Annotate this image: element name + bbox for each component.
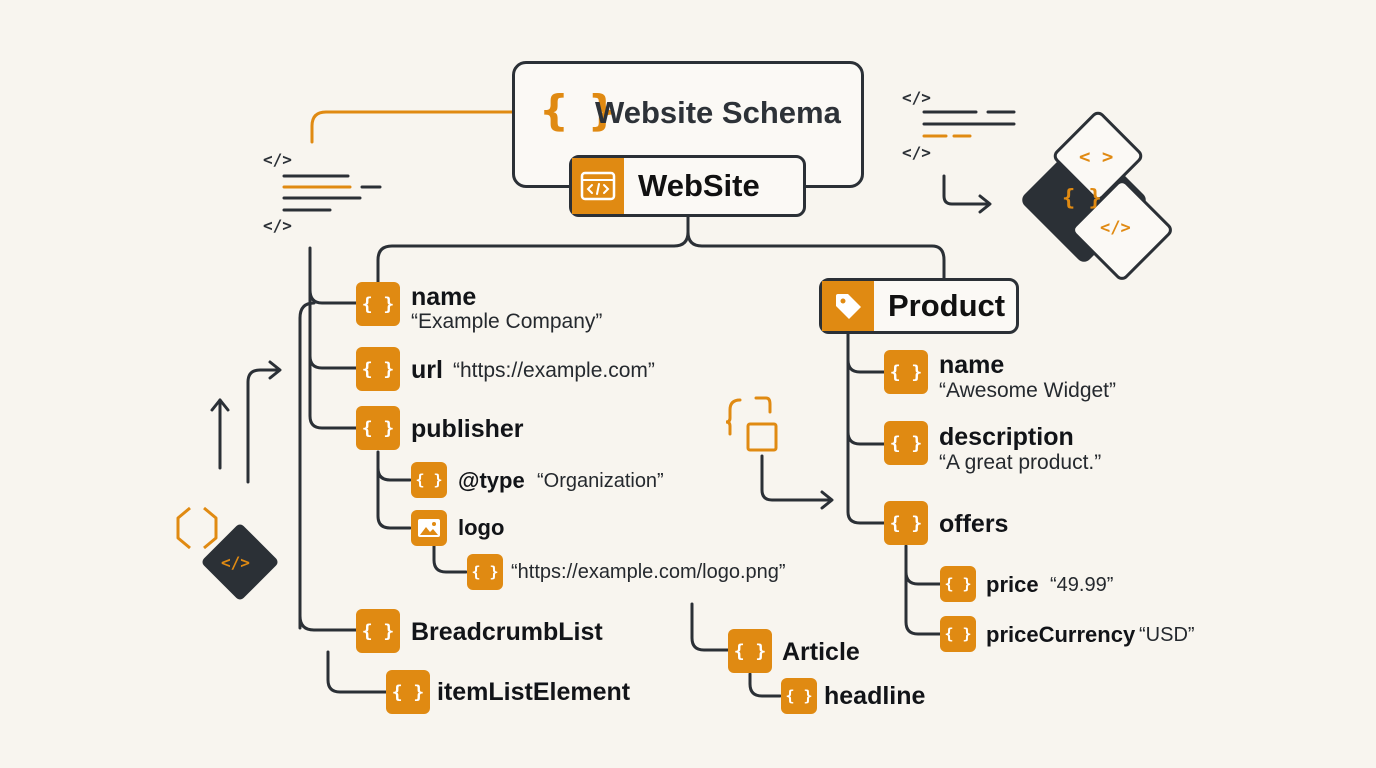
product-description-value: “A great product.” (939, 451, 1102, 474)
offer-price-key: price (986, 572, 1039, 597)
page-title: Website Schema (595, 95, 841, 130)
prop-name-key: name (411, 283, 477, 311)
prop-publisher-key: publisher (411, 415, 524, 443)
brace-icon: { } (356, 282, 400, 326)
offer-currency-key: priceCurrency (986, 622, 1136, 647)
brace-icon: { } (884, 421, 928, 465)
product-name-key: name (939, 351, 1005, 379)
brace-icon: { } (467, 554, 503, 590)
product-node-label: Product (888, 288, 1006, 323)
brace-icon: { } (1062, 186, 1102, 211)
prop-itemlist-key: itemListElement (437, 678, 631, 706)
website-node-label: WebSite (638, 168, 760, 203)
brace-icon: { } (781, 678, 817, 714)
prop-breadcrumb-key: BreadcrumbList (411, 618, 603, 646)
brace-icon: { } (884, 350, 928, 394)
brace-icon: { } (728, 629, 772, 673)
website-node[interactable]: WebSite (569, 155, 806, 217)
product-offers-key: offers (939, 510, 1009, 538)
prop-url-key: url (411, 356, 443, 384)
brace-icon: { } (356, 347, 400, 391)
product-name-value: “Awesome Widget” (939, 379, 1117, 402)
brace-icon: { } (386, 670, 430, 714)
product-node[interactable]: Product (819, 278, 1019, 334)
brace-icon: { } (940, 566, 976, 602)
prop-name-value: “Example Company” (411, 310, 603, 333)
code-window-icon (572, 158, 624, 214)
prop-url-value: “https://example.com” (453, 359, 655, 382)
code-tag-icon: </> (1100, 218, 1131, 238)
offer-currency-value: “USD” (1139, 624, 1195, 646)
tag-icon (822, 281, 874, 331)
product-description-key: description (939, 423, 1074, 451)
prop-article-key: Article (782, 638, 860, 666)
prop-logo-key: logo (458, 515, 505, 540)
prop-headline-key: headline (824, 682, 926, 710)
brace-icon: { } (411, 462, 447, 498)
image-icon (411, 510, 447, 546)
brace-icon: { } (884, 501, 928, 545)
brace-icon: { } (940, 616, 976, 652)
brace-icon: { } (356, 609, 400, 653)
prop-type-value: “Organization” (537, 470, 664, 492)
prop-type-key: @type (458, 468, 525, 493)
code-tag-icon: </> (263, 150, 292, 169)
angle-bracket-icon: < > (1079, 146, 1114, 168)
code-tag-icon: </> (221, 553, 250, 572)
brace-icon: { } (539, 86, 620, 135)
offer-price-value: “49.99” (1050, 574, 1114, 596)
code-tag-icon: </> (902, 88, 931, 107)
code-tag-icon: </> (902, 143, 931, 162)
brace-icon: { } (356, 406, 400, 450)
prop-logo-url: “https://example.com/logo.png” (511, 561, 786, 583)
code-tag-icon: </> (263, 216, 292, 235)
